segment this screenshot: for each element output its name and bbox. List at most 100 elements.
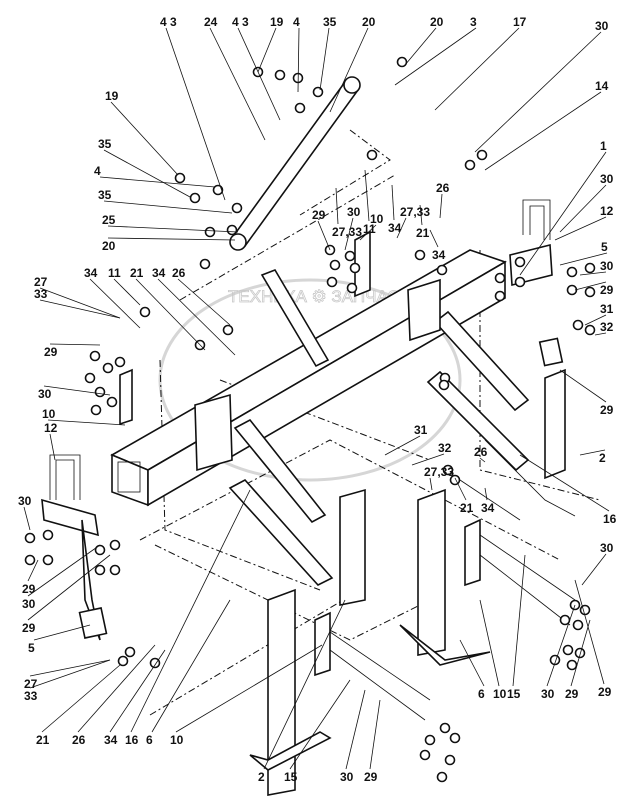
callout-33: 33: [24, 689, 38, 703]
callout-30: 30: [340, 770, 354, 784]
nut-icon: [449, 732, 461, 744]
callout-26: 26: [436, 181, 450, 195]
nut-icon: [579, 604, 591, 616]
leader-line: [43, 385, 111, 396]
callout-30: 30: [600, 541, 614, 555]
nut-icon: [442, 464, 454, 476]
leader-line: [479, 599, 500, 687]
leader-line: [110, 101, 179, 176]
nut-icon: [572, 619, 584, 631]
leader-line: [135, 278, 206, 351]
leader-line: [574, 579, 605, 685]
leader-line: [344, 217, 354, 251]
leader-line: [335, 187, 339, 225]
leader-line: [519, 454, 610, 512]
callout-4: 4: [94, 164, 101, 178]
callout-27: 27: [24, 677, 38, 691]
callout-21: 21: [416, 226, 430, 240]
nut-icon: [84, 372, 96, 384]
nut-icon: [346, 282, 358, 294]
leader-line: [559, 184, 607, 233]
callout-5: 5: [601, 240, 608, 254]
callout-19: 19: [270, 15, 284, 29]
nut-icon: [94, 564, 106, 576]
leader-line: [559, 252, 608, 266]
nut-icon: [212, 184, 224, 196]
callout-30: 30: [18, 494, 32, 508]
callout-29: 29: [22, 582, 36, 596]
leader-line: [581, 553, 607, 586]
callout-27-33: 27,33: [424, 465, 454, 479]
nut-icon: [566, 266, 578, 278]
callout-12: 12: [600, 204, 614, 218]
callout-15: 15: [284, 770, 298, 784]
callout-16: 16: [603, 512, 617, 526]
callout-3: 3: [470, 15, 477, 29]
leader-line: [329, 27, 369, 113]
leader-line: [459, 639, 485, 687]
nut-icon: [444, 754, 456, 766]
callout-35: 35: [323, 15, 337, 29]
callout-29: 29: [600, 403, 614, 417]
nut-icon: [89, 350, 101, 362]
nut-icon: [572, 319, 584, 331]
leader-line: [546, 604, 576, 687]
nut-icon: [312, 86, 324, 98]
callout-30: 30: [600, 259, 614, 273]
nut-icon: [584, 286, 596, 298]
leader-line: [434, 27, 520, 111]
nut-icon: [90, 404, 102, 416]
leader-line: [579, 271, 607, 276]
callout-12: 12: [44, 421, 58, 435]
leader-line: [419, 204, 423, 226]
leader-line: [49, 343, 101, 346]
callout-21: 21: [130, 266, 144, 280]
callout-26: 26: [474, 445, 488, 459]
callout-5: 5: [28, 641, 35, 655]
leader-line: [237, 27, 281, 121]
leader-line: [319, 27, 330, 91]
callout-10: 10: [370, 212, 384, 226]
callout-4-3: 4 3: [232, 15, 249, 29]
callout-1: 1: [600, 139, 607, 153]
leader-line: [165, 27, 226, 201]
leader-line: [209, 27, 266, 141]
callout-11: 11: [108, 266, 121, 280]
nut-icon: [199, 258, 211, 270]
top-link: [229, 76, 361, 251]
callout-10: 10: [170, 733, 184, 747]
leader-line: [594, 332, 607, 336]
callout-25: 25: [102, 213, 116, 227]
nut-icon: [514, 256, 526, 268]
nut-icon: [414, 249, 426, 261]
nut-icon: [366, 149, 378, 161]
lower-links: [228, 269, 530, 586]
nut-icon: [559, 614, 571, 626]
leader-line: [33, 624, 91, 641]
callout-34: 34: [84, 266, 98, 280]
callout-17: 17: [513, 15, 527, 29]
leader-line: [396, 217, 407, 239]
leader-line: [359, 224, 377, 241]
callout-30: 30: [541, 687, 555, 701]
leader-line: [107, 225, 239, 233]
leader-line: [157, 278, 236, 356]
nut-icon: [94, 544, 106, 556]
leader-line: [454, 477, 467, 501]
nut-icon: [464, 159, 476, 171]
callout-26: 26: [172, 266, 186, 280]
callout-26: 26: [72, 733, 86, 747]
callout-14: 14: [595, 79, 609, 93]
brackets: [119, 230, 566, 480]
leader-line: [364, 169, 370, 222]
callout-31: 31: [414, 423, 428, 437]
callout-31: 31: [600, 302, 614, 316]
leader-line: [369, 699, 381, 770]
callout-29: 29: [600, 283, 614, 297]
nut-icon: [584, 324, 596, 336]
callout-20: 20: [102, 239, 116, 253]
leader-line: [151, 599, 231, 733]
leader-line: [484, 487, 488, 501]
